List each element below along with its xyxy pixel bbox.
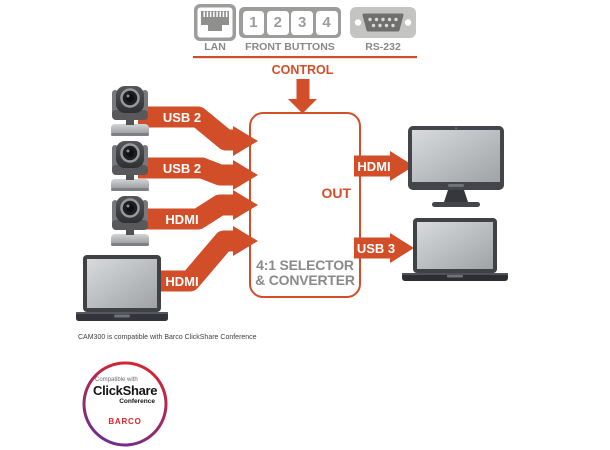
output-monitor xyxy=(408,126,504,207)
out-label: OUT xyxy=(321,185,351,201)
ptz-camera-1 xyxy=(111,86,149,136)
source-laptop xyxy=(76,255,168,321)
front-button-2: 2 xyxy=(266,10,289,35)
lan-label: LAN xyxy=(204,41,226,53)
badge-tagline: Compatible with xyxy=(95,377,138,383)
panel-divider-line xyxy=(193,56,417,59)
control-label: CONTROL xyxy=(271,63,334,77)
output-label-usb3: USB 3 xyxy=(356,241,396,256)
rs232-label: RS-232 xyxy=(365,41,401,53)
compatibility-footnote: CAM300 is compatible with Barco ClickSha… xyxy=(78,334,257,341)
front-buttons-label: FRONT BUTTONS xyxy=(245,41,335,53)
output-label-hdmi: HDMI xyxy=(357,159,391,174)
front-button-1: 1 xyxy=(242,10,265,35)
barco-logo: BARCO xyxy=(108,417,142,426)
converter-title-line1: 4:1 SELECTOR xyxy=(256,256,354,273)
ptz-camera-3 xyxy=(111,196,149,246)
badge-circle-icon xyxy=(82,361,168,447)
clickshare-badge: Compatible with ClickShare Conference BA… xyxy=(80,359,170,449)
badge-edition: Conference xyxy=(119,398,155,405)
input-label-hdmi-3: HDMI xyxy=(165,212,199,227)
input-label-usb2-1: USB 2 xyxy=(162,110,202,125)
ptz-camera-2 xyxy=(111,141,149,191)
input-arrow-4 xyxy=(160,226,258,292)
front-button-4: 4 xyxy=(315,10,338,35)
control-arrow xyxy=(288,79,317,114)
front-buttons-icon: 1 2 3 4 xyxy=(239,7,341,38)
converter-title-line2: & CONVERTER xyxy=(255,271,355,288)
output-laptop xyxy=(402,218,508,281)
converter-title: 4:1 SELECTOR & CONVERTER xyxy=(251,256,359,288)
input-label-usb2-2: USB 2 xyxy=(162,161,202,176)
rs232-port-icon xyxy=(350,7,416,38)
converter-box: OUT 4:1 SELECTOR & CONVERTER xyxy=(249,112,361,298)
front-button-3: 3 xyxy=(291,10,314,35)
badge-product-name: ClickShare xyxy=(93,383,158,398)
lan-port-icon xyxy=(194,4,236,41)
